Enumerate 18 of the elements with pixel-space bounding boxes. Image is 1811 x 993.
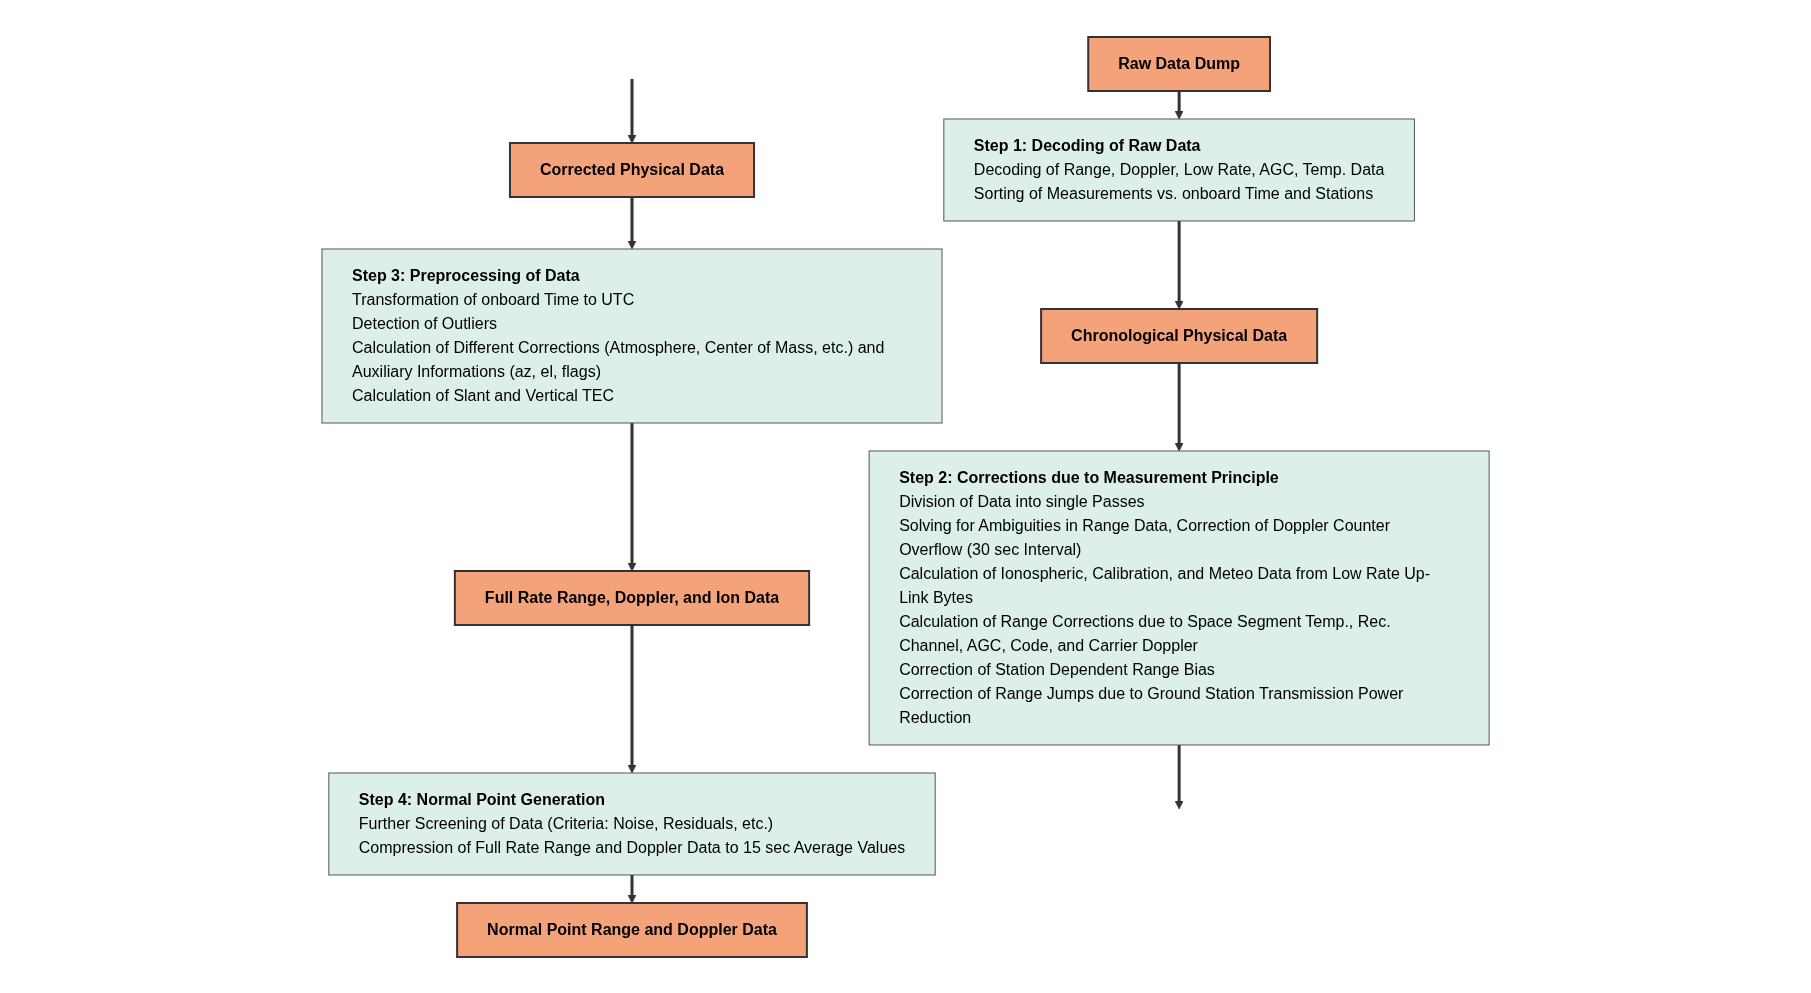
node-box: Step 1: Decoding of Raw Data Decoding of Range, Doppler, Low Rate, AGC, Temp. Data Sorting of Measurements vs. onboard Time and Stations <box>943 118 1415 221</box>
arrow <box>627 422 637 571</box>
node-box: Step 4: Normal Point Generation Further Screening of Data (Criteria: Noise, Residuals, etc.) Compression of Full Rate Range and Doppler Data to 15 sec Average Values <box>328 772 936 875</box>
node-box: Step 2: Corrections due to Measurement Principle Division of Data into single Passes Solving for Ambiguities in Range Data, Correction of Doppler Counter Overflow (30 sec Interval) Calculation of Ionospheric, Calibration, and Meteo Data from Low Rate Up-Link Bytes Calculation of Range Corrections due to Space Segment Temp., Rec. Channel, AGC, Code, and Carrier Doppler Correction of Station Dependent Range Bias Correction of Range Jumps due to Ground Station Transmission Power Reduction <box>868 450 1490 745</box>
arrow <box>1174 220 1184 309</box>
arrow <box>627 196 637 249</box>
arrow <box>1174 362 1184 451</box>
arrow <box>1174 90 1184 119</box>
node-box: Raw Data Dump <box>1087 35 1271 92</box>
node-box: Corrected Physical Data <box>508 141 755 198</box>
node-box: Chronological Physical Data <box>1040 307 1319 364</box>
node-box: Step 3: Preprocessing of Data Transformation of onboard Time to UTC Detection of Outliers Calculation of Different Corrections (Atmosphere, Center of Mass, etc.) and Auxiliary Informations (az, el, flags) Calculation of Slant and Vertical TEC <box>321 248 943 423</box>
arrow <box>1174 744 1184 809</box>
arrow <box>627 874 637 903</box>
node-box: Full Rate Range, Doppler, and Ion Data <box>453 569 811 626</box>
arrow <box>627 78 637 143</box>
arrow <box>627 624 637 773</box>
node-box: Normal Point Range and Doppler Data <box>456 901 808 958</box>
